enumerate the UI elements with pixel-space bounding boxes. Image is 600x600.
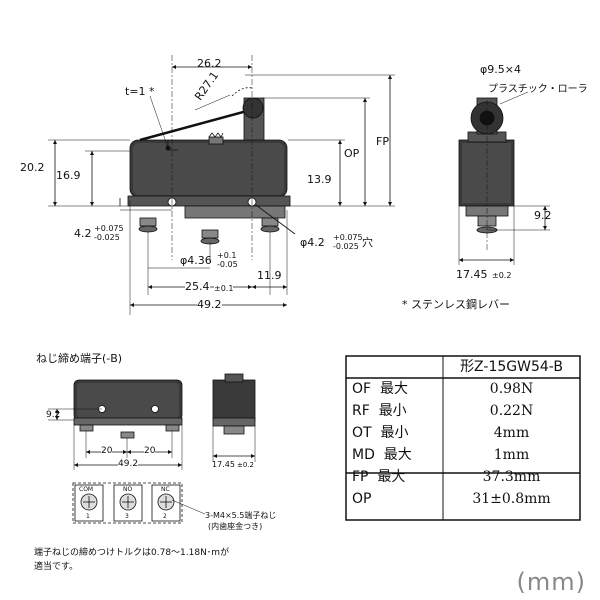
lever-arm <box>139 106 259 142</box>
side-dim-9-2: 9.2 <box>534 209 552 222</box>
dim-49-2: 49.2 <box>197 298 222 311</box>
spec-model-name: 形Z-15GW54-B <box>460 359 563 375</box>
torque-note-1: 端子ねじの締めつけトルクは0.78〜1.18N･mが <box>34 548 230 558</box>
terminal-nc-number: 2 <box>163 513 167 520</box>
terminal-left <box>138 217 158 233</box>
st-dim-49-2: 49.2 <box>118 459 139 469</box>
spec-row-ot: OT 最小 4mm <box>352 425 530 441</box>
terminal-no-number: 3 <box>125 513 129 520</box>
t-label: t=1 * <box>125 85 155 98</box>
terminal-no-label: NO <box>123 486 133 493</box>
screw-note-1: 3-M4×5.5端子ねじ <box>205 511 277 520</box>
st-dim-20-a: 20 <box>101 446 113 456</box>
terminal-nc-label: NC <box>161 486 170 493</box>
spec-table-frame <box>345 355 581 521</box>
spec-row-md: MD 最大 1mm <box>352 447 530 463</box>
plunger <box>208 136 224 145</box>
spec-row-op: OP 31±0.8mm <box>352 491 551 507</box>
spec-table: 形Z-15GW54-B OF 最大 0.98N RF 最小 0.22N OT 最… <box>346 356 580 510</box>
dim-11-9: 11.9 <box>257 269 282 282</box>
screw-terminal-side-view <box>212 373 256 462</box>
spec-row-fp: FP 最大 37.3mm <box>352 469 541 485</box>
st-dim-20-b: 20 <box>144 446 156 456</box>
lower-cover <box>127 195 291 207</box>
terminal-bottom-view <box>72 482 206 524</box>
dim-16-9: 16.9 <box>56 169 81 182</box>
screw-terminal-front-view <box>48 379 183 470</box>
dim-26-2: 26.2 <box>197 57 222 70</box>
unit-label: (mm) <box>516 568 586 596</box>
roller-size-label: φ9.5×4 <box>480 63 521 76</box>
dim-op: OP <box>344 147 360 160</box>
dim-20-2: 20.2 <box>20 161 45 174</box>
spec-header-row: 形Z-15GW54-B <box>346 356 580 378</box>
terminal-right <box>260 217 280 233</box>
st-dim-9-2: 9.2 <box>46 410 61 420</box>
lever-arc <box>231 87 253 97</box>
screw-terminal-title: ねじ締め端子(-B) <box>36 352 123 365</box>
dim-13-9: 13.9 <box>307 173 332 186</box>
spec-row-rf: RF 最小 0.22N <box>352 403 534 419</box>
main-front-view <box>48 55 395 315</box>
terminal-center <box>200 229 220 245</box>
screw-note-2: (内歯座金つき) <box>208 522 263 531</box>
spec-row-of: OF 最大 0.98N <box>352 381 534 397</box>
roller <box>242 97 265 141</box>
dim-fp: FP <box>376 135 389 148</box>
lever-footnote: * ステンレス鋼レバー <box>402 298 510 311</box>
terminal-com-number: 1 <box>86 513 90 520</box>
roller-desc-label: プラスチック・ローラ <box>488 84 588 95</box>
torque-note-2: 適当です。 <box>34 562 79 572</box>
terminal-com-label: COM <box>79 486 94 493</box>
side-view <box>458 91 550 265</box>
